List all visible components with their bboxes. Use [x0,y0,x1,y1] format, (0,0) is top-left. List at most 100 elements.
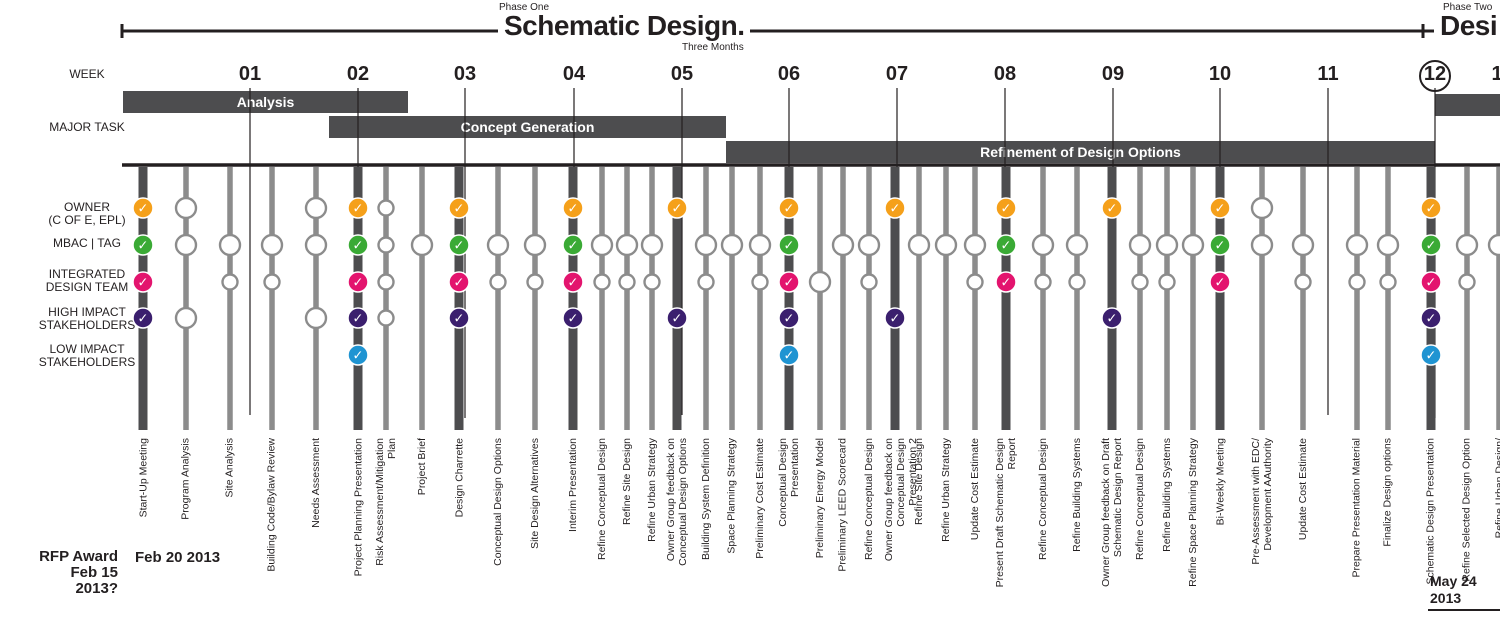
participation-check-idt [132,271,154,293]
participation-optional-idt [808,270,832,294]
event-label: Interim Presentation [566,438,579,532]
participation-optional-mbac [523,233,547,257]
participation-check-idt [995,271,1017,293]
event-label: Refine Building Systems [1160,438,1173,552]
week-number: 01 [238,63,262,85]
participation-optional-mbac [857,233,881,257]
participant-label-line: INTEGRATED [48,267,126,281]
task-bar-refinement: Refinement of Design Options [726,141,1435,163]
participation-check-mbac [562,234,584,256]
participation-optional-idt [643,273,661,291]
participation-optional-idt [1034,273,1052,291]
week-number: 1 [1491,63,1500,85]
participant-label-line: STAKEHOLDERS [38,318,136,332]
event-label: Project Planning Presentation [352,438,365,577]
participation-optional-mbac [694,233,718,257]
participation-check-idt [347,271,369,293]
participant-label-mbac: MBAC | TAG [22,237,152,250]
participation-optional-idt [1068,273,1086,291]
participation-optional-idt [1379,273,1397,291]
participation-optional-high [174,306,198,330]
check-icon: ✓ [138,276,149,291]
check-icon: ✓ [1426,276,1437,291]
check-icon: ✓ [353,312,364,327]
event-label: Building System Definition [699,438,712,560]
check-icon: ✓ [454,276,465,291]
week-number: 10 [1208,63,1232,85]
event-label: Space Planning Strategy [725,438,738,554]
event-label: Project Brief [416,438,429,496]
event-label: Owner Group feedback on Draft Schematic … [1100,438,1124,587]
event-label: Update Cost Estimate [969,438,982,541]
participation-optional-idt [1294,273,1312,291]
event-label: Start-Up Meeting [137,438,150,518]
participation-optional-mbac [748,233,772,257]
participation-optional-mbac [963,233,987,257]
week-number: 04 [562,63,586,85]
check-icon: ✓ [784,312,795,327]
event-label: Update Cost Estimate [1297,438,1310,541]
participation-optional-idt [377,273,395,291]
participant-label-line: HIGH IMPACT [48,305,126,319]
participation-optional-mbac [907,233,931,257]
participation-check-owner [1101,197,1123,219]
check-icon: ✓ [568,239,579,254]
participation-check-mbac [778,234,800,256]
participation-optional-mbac [1065,233,1089,257]
participation-check-idt [778,271,800,293]
check-icon: ✓ [353,239,364,254]
event-label: Preliminary Energy Model [814,438,827,559]
check-icon: ✓ [1426,312,1437,327]
event-label: Pre-Assessment with EDC/ Development AAu… [1250,438,1274,565]
phase-two-title: Desi [1434,10,1500,42]
check-icon: ✓ [568,312,579,327]
event-label: Refine Conceptual Design [1037,438,1049,560]
participation-check-mbac [448,234,470,256]
participation-optional-mbac [377,236,395,254]
check-icon: ✓ [568,276,579,291]
participation-optional-owner [174,196,198,220]
week-number: 03 [453,63,477,85]
participation-optional-mbac [1181,233,1205,257]
week-number: 07 [885,63,909,85]
participation-check-high [666,307,688,329]
participation-optional-mbac [934,233,958,257]
participation-check-high [1101,307,1123,329]
participation-check-low [347,344,369,366]
week-number: 05 [670,63,694,85]
participation-check-owner [562,197,584,219]
event-label: Owner Group feedback on Conceptual Desig… [665,438,689,566]
participation-check-idt [562,271,584,293]
participation-optional-high [304,306,328,330]
start-date: Feb 20 2013 [135,549,221,566]
check-icon: ✓ [1001,239,1012,254]
participation-check-high [884,307,906,329]
event-label: Design Charrette [453,438,466,518]
check-icon: ✓ [454,239,465,254]
check-icon: ✓ [568,202,579,217]
participation-optional-mbac [174,233,198,257]
participation-check-high [448,307,470,329]
event-label: Refine Urban Strategy [939,438,952,542]
participant-label-line: OWNER [64,200,110,214]
phase-one-label: Phase One [499,2,550,13]
check-icon: ✓ [138,312,149,327]
participation-optional-owner [377,199,395,217]
check-icon: ✓ [138,202,149,217]
week-row-label: WEEK [69,67,105,81]
participation-check-mbac [1420,234,1442,256]
participation-check-mbac [347,234,369,256]
event-label: Program Analysis [179,438,192,520]
check-icon: ✓ [784,239,795,254]
event-label: Needs Assessment [309,438,322,528]
event-label: Schematic Design Presentation [1424,438,1437,585]
check-icon: ✓ [454,202,465,217]
participation-optional-mbac [1250,233,1274,257]
participant-label-line: STAKEHOLDERS [38,355,136,369]
participation-optional-mbac [304,233,328,257]
participation-optional-idt [526,273,544,291]
participation-check-owner [666,197,688,219]
